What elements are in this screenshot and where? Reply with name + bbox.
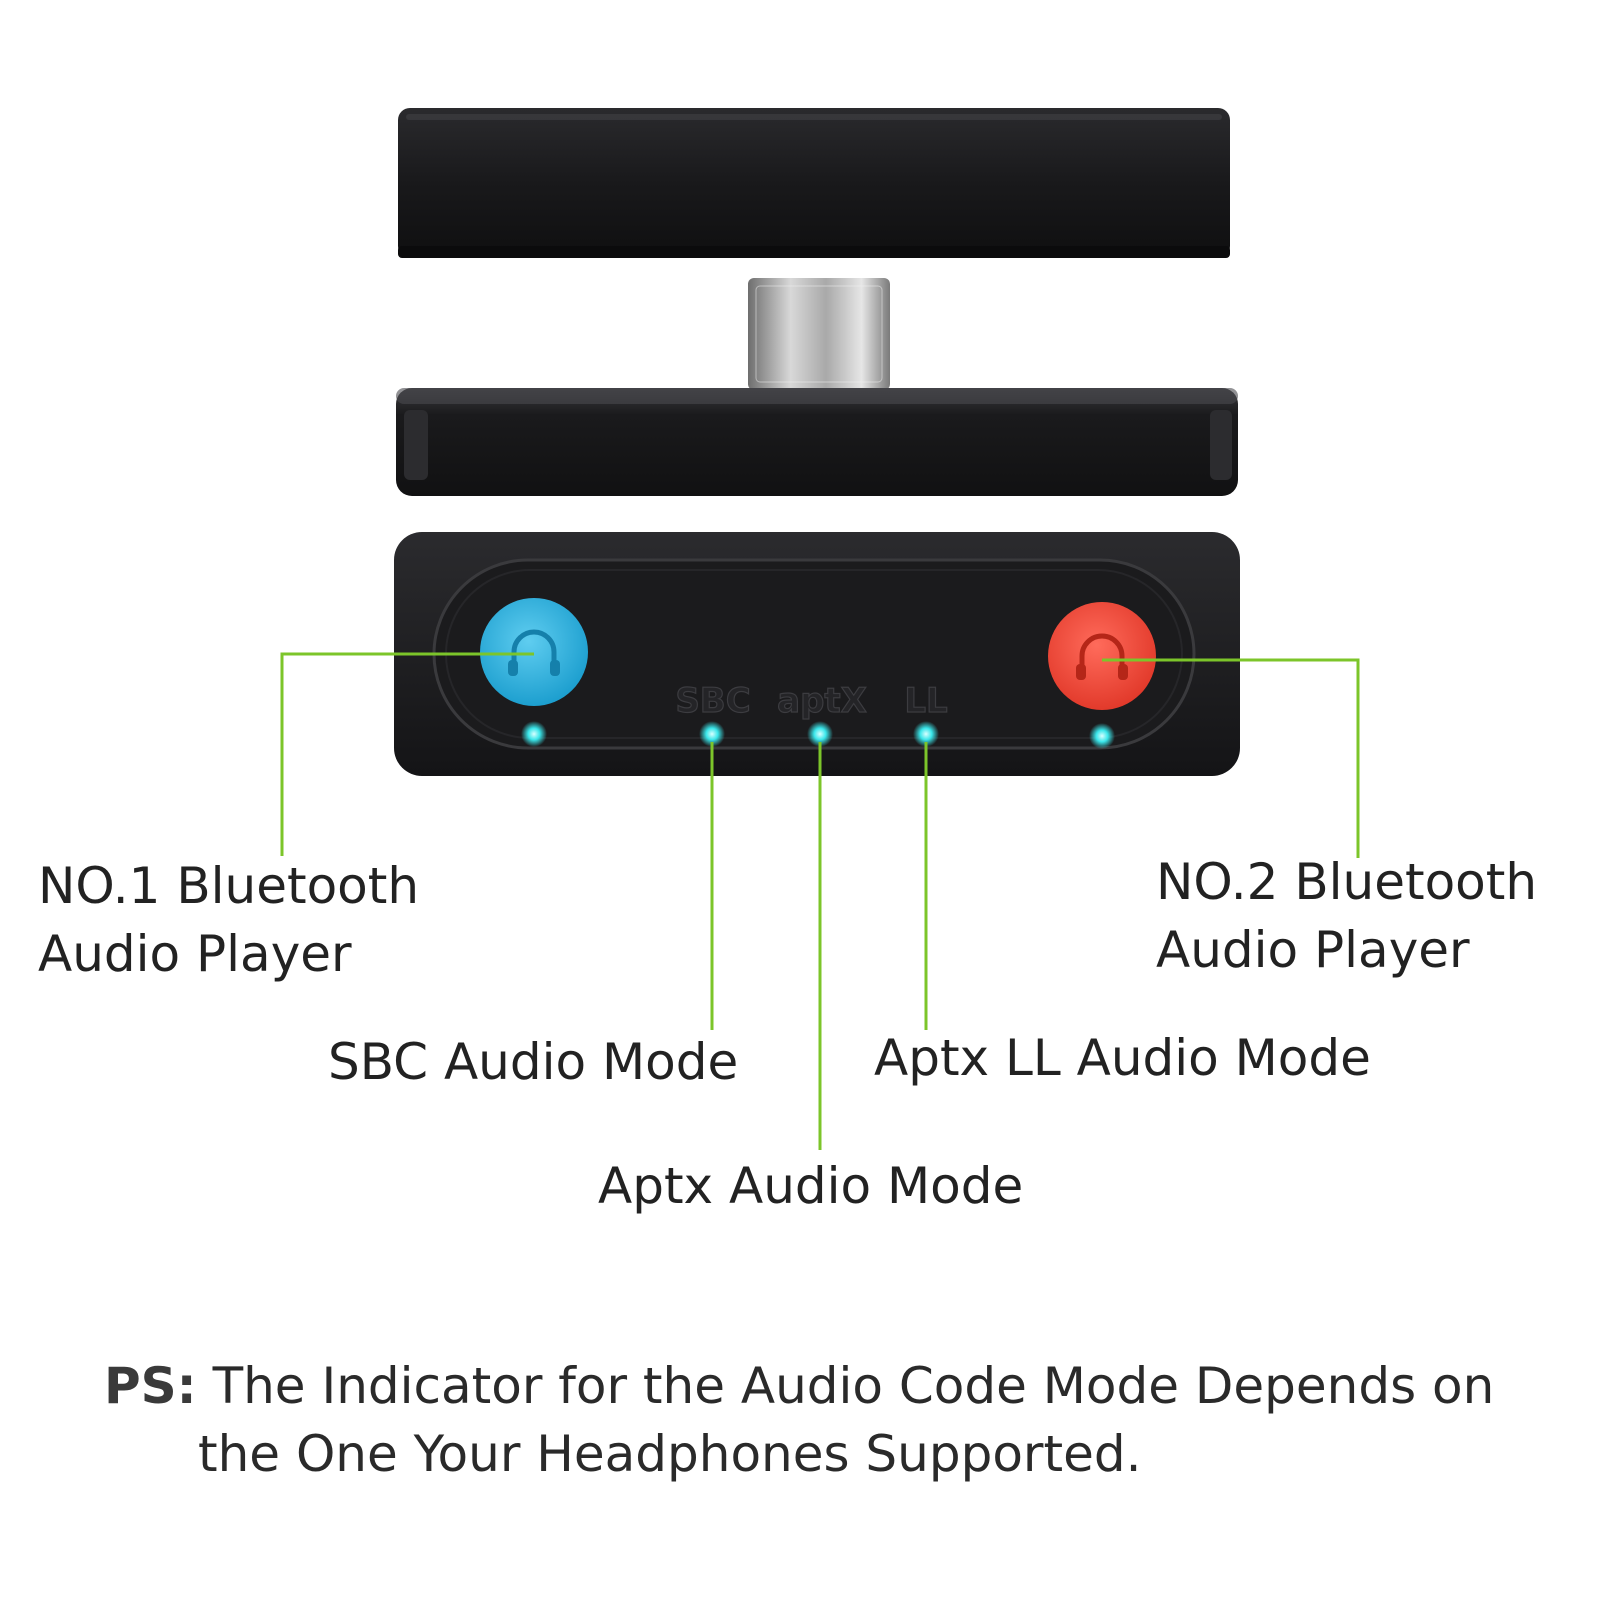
footnote: PS: The Indicator for the Audio Code Mod…	[104, 1352, 1494, 1488]
led-indicator-ll	[913, 721, 939, 747]
callout-sbc-mode: SBC Audio Mode	[328, 1033, 739, 1091]
callout-no1-line1: NO.1 Bluetooth	[38, 857, 420, 915]
footnote-line1-text: The Indicator for the Audio Code Mode De…	[212, 1357, 1495, 1415]
adapter-top-view	[398, 108, 1230, 258]
device-mode-label-aptx: aptX	[777, 681, 867, 721]
bluetooth-button-1[interactable]	[480, 598, 588, 706]
headphone-icon	[508, 629, 560, 676]
leader-line-no1	[280, 652, 534, 856]
callout-no2-line2: Audio Player	[1156, 921, 1470, 979]
footnote-prefix: PS:	[104, 1357, 197, 1415]
leader-line-no2	[1102, 658, 1360, 858]
footnote-line2: the One Your Headphones Supported.	[198, 1425, 1142, 1483]
led-indicators	[521, 721, 1115, 749]
usb-c-plug	[748, 278, 890, 390]
callout-aptx-mode: Aptx Audio Mode	[598, 1157, 1024, 1215]
device-mode-label-sbc: SBC	[675, 681, 750, 721]
headphone-icon	[1076, 633, 1128, 680]
leader-lines	[280, 652, 1360, 1150]
footnote-line1: PS: The Indicator for the Audio Code Mod…	[104, 1357, 1494, 1415]
adapter-side-view	[396, 388, 1238, 496]
led-indicator-1	[521, 721, 547, 747]
adapter-front-view	[394, 532, 1240, 776]
callout-aptx-ll-mode: Aptx LL Audio Mode	[874, 1029, 1371, 1087]
bluetooth-button-2[interactable]	[1048, 602, 1156, 710]
led-indicator-2	[1089, 723, 1115, 749]
device-mode-label-ll: LL	[904, 681, 947, 721]
callout-no1-line2: Audio Player	[38, 925, 352, 983]
led-indicator-sbc	[699, 721, 725, 747]
led-indicator-aptx	[807, 721, 833, 747]
callout-no2-line1: NO.2 Bluetooth	[1156, 853, 1538, 911]
